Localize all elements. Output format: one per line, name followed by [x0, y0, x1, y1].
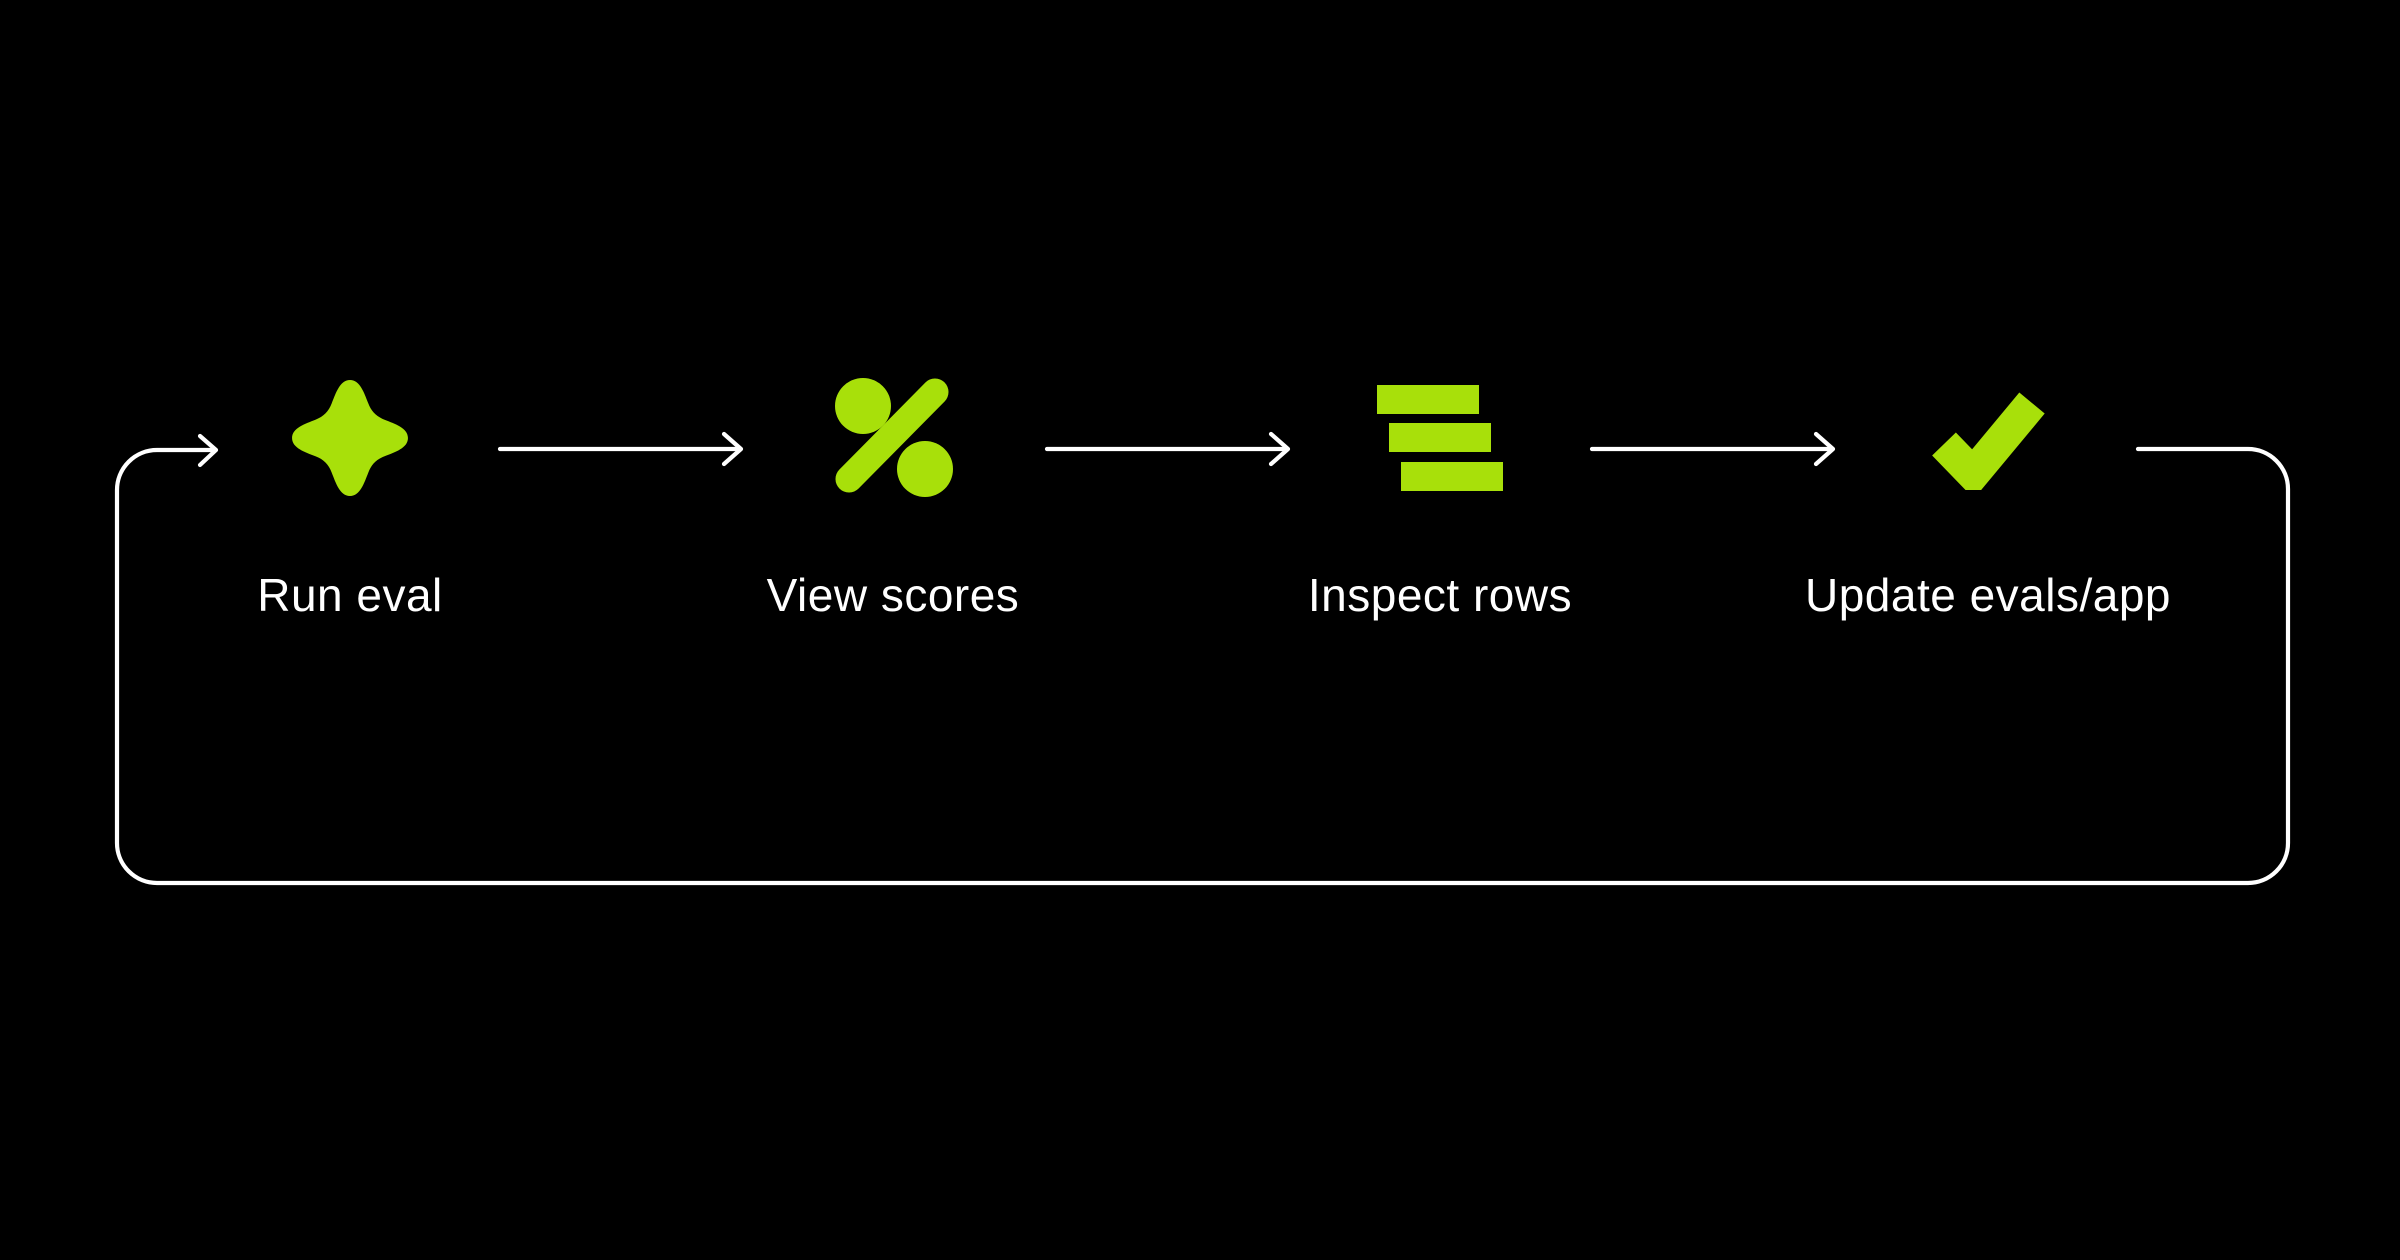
step-run-eval: Run eval: [70, 374, 630, 622]
sparkle-icon: [289, 374, 411, 502]
step-inspect-rows: Inspect rows: [1160, 374, 1720, 622]
step-label-inspect-rows: Inspect rows: [1307, 569, 1573, 621]
step-label-view-scores: View scores: [766, 569, 1020, 621]
step-view-scores: View scores: [613, 374, 1173, 622]
percent-icon: [832, 374, 954, 502]
step-label-update-evals-app: Update evals/app: [1804, 569, 2172, 621]
step-update-evals-app: Update evals/app: [1708, 374, 2268, 622]
step-label-run-eval: Run eval: [257, 569, 443, 621]
check-icon: [1927, 374, 2049, 502]
stacked-rows-icon: [1377, 374, 1503, 502]
